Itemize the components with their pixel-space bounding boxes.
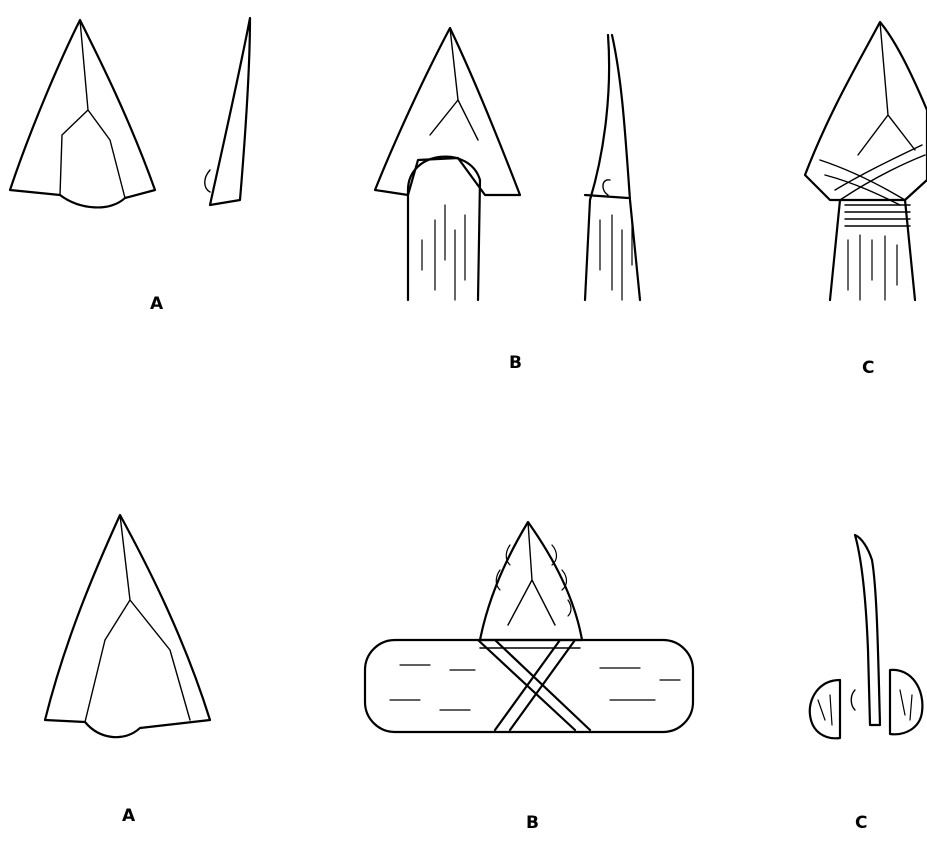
top-label-c: C — [862, 360, 874, 377]
top-b-hafted-side — [585, 35, 640, 300]
bottom-a-point-face — [45, 515, 210, 737]
bottom-label-a: A — [122, 808, 135, 825]
top-a-point-side — [205, 18, 250, 205]
bottom-b-bound-point — [365, 522, 693, 732]
top-b-hafted-face — [375, 28, 520, 300]
bottom-c-bound-side — [810, 535, 923, 738]
bottom-label-b: B — [526, 815, 539, 832]
top-a-point-face — [10, 20, 155, 207]
top-label-a: A — [150, 296, 163, 313]
top-c-bound-point — [805, 22, 927, 300]
bottom-label-c: C — [855, 815, 867, 832]
top-label-b: B — [509, 355, 522, 372]
